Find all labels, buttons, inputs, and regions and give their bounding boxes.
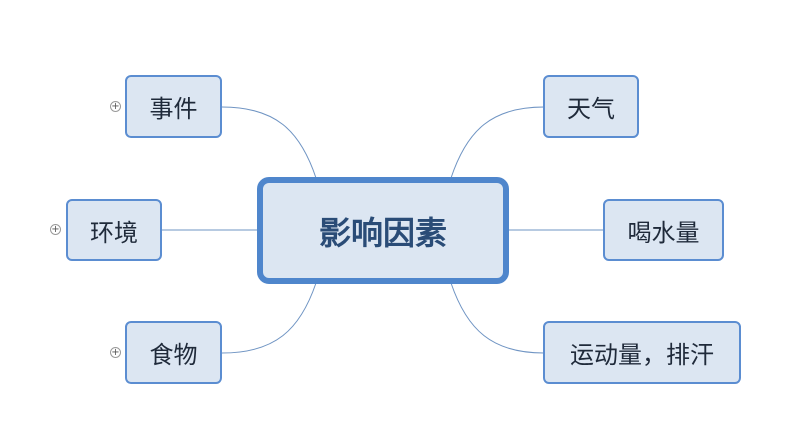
branch-node-water-intake[interactable]: 喝水量 [603, 199, 724, 261]
connector-weather [450, 106, 545, 179]
expand-icon[interactable]: + [50, 223, 61, 235]
branch-node-event[interactable]: 事件 [125, 75, 222, 138]
connector-event [221, 106, 317, 179]
branch-node-weather[interactable]: 天气 [543, 75, 639, 138]
expand-icon[interactable]: + [110, 100, 121, 112]
central-topic[interactable]: 影响因素 [257, 177, 509, 284]
connector-food [221, 282, 317, 354]
branch-node-exercise-sweat[interactable]: 运动量，排汗 [543, 321, 741, 384]
connector-exercise [450, 282, 545, 354]
expand-icon[interactable]: + [110, 346, 121, 358]
branch-node-food[interactable]: 食物 [125, 321, 222, 384]
branch-node-environment[interactable]: 环境 [66, 199, 162, 261]
